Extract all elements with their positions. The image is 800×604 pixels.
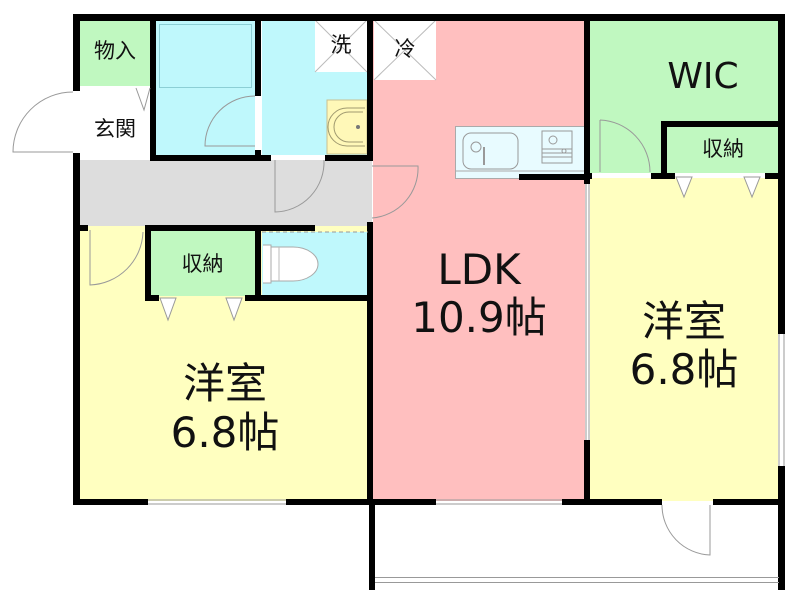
room-ldk[interactable]: LDK 10.9帖 [373,20,585,501]
bedroom-left-door-icon [89,230,144,286]
wash-door-icon [274,159,325,213]
wall-wic-bottom-a [584,173,592,179]
room-closet-label: 物入 [94,39,136,63]
room-bedroom-right[interactable]: 洋室 6.8帖 [590,178,778,501]
ldk-door-icon [371,165,419,219]
wall-wash-ldk [367,14,373,161]
washer-label: 洗 [330,33,352,57]
bedroom-left-label: 洋室 [182,359,267,408]
wall-bottom-left-b [286,499,436,505]
wall-storage-toilet [255,225,261,300]
wall-bottom-mid [562,499,662,505]
wall-bath-bottom [150,155,271,161]
storage-door-marker [159,297,177,322]
wall-storage-left [145,225,151,300]
room-bedroom-left-storage[interactable]: 収納 [150,230,255,296]
wall-wic-bottom-b [651,173,675,179]
bath-door-icon [204,95,256,147]
bathtub-icon [159,24,252,88]
wall-outer-left [73,14,80,91]
wall-outer-left-lower [73,153,80,505]
wall-outer-right-lower [778,466,785,590]
wall-bottom-left-a [73,499,148,505]
washer-space: 洗 [314,19,368,73]
wall-wash-bottom [325,155,373,161]
bedroom-right-label: 洋室 [641,297,726,346]
ldk-size: 10.9帖 [411,293,547,342]
entrance-door-icon [12,91,74,153]
fridge-space: 冷 [373,19,437,81]
room-wic-storage[interactable]: 収納 [668,128,778,173]
fridge-cross-icon [373,19,437,81]
washbasin-icon [326,99,368,155]
toilet-bowl-icon [263,244,319,284]
room-entrance[interactable]: 玄関 [80,86,150,155]
wall-wic-storage-left [661,121,667,179]
balcony-door-icon [661,504,711,556]
wall-toilet-ldk [367,222,373,505]
wic-door-icon [599,119,651,173]
room-closet[interactable]: 物入 [80,20,150,86]
wic-label: WIC [667,56,739,97]
wall-wic-storage-top [661,121,785,127]
wall-hall-bottom [73,225,88,231]
fridge-label: 冷 [394,37,416,61]
wall-balcony-left [369,499,375,590]
bedroom-right-size: 6.8帖 [629,345,739,394]
wall-bath-wash [255,14,261,96]
wall-kitchen [519,174,590,180]
wall-ldk-right [584,14,590,184]
washer-cross-icon [314,19,368,73]
room-balcony[interactable] [378,505,778,587]
wall-bottom-right [713,499,785,505]
room-entrance-label: 玄関 [94,117,136,141]
wall-storage-bottom-b [245,295,373,301]
bedroom-left-storage-label: 収納 [181,252,224,276]
wall-outer-top [73,14,785,21]
balcony-rail [375,577,779,578]
wall-ldk-right-low [584,440,590,505]
wall-hall-bottom-b [145,225,315,231]
sink-icon [456,132,586,172]
wall-wic-bottom-c [765,173,785,179]
wic-storage-label: 収納 [702,137,744,161]
kitchen-counter [455,126,586,179]
ldk-label: LDK [437,245,521,294]
bedroom-left-size: 6.8帖 [170,408,280,457]
wall-storage-bottom-a [145,295,159,301]
balcony-rail-2 [375,582,779,583]
wall-closet-bath [150,14,156,161]
stove-icon [541,130,573,164]
